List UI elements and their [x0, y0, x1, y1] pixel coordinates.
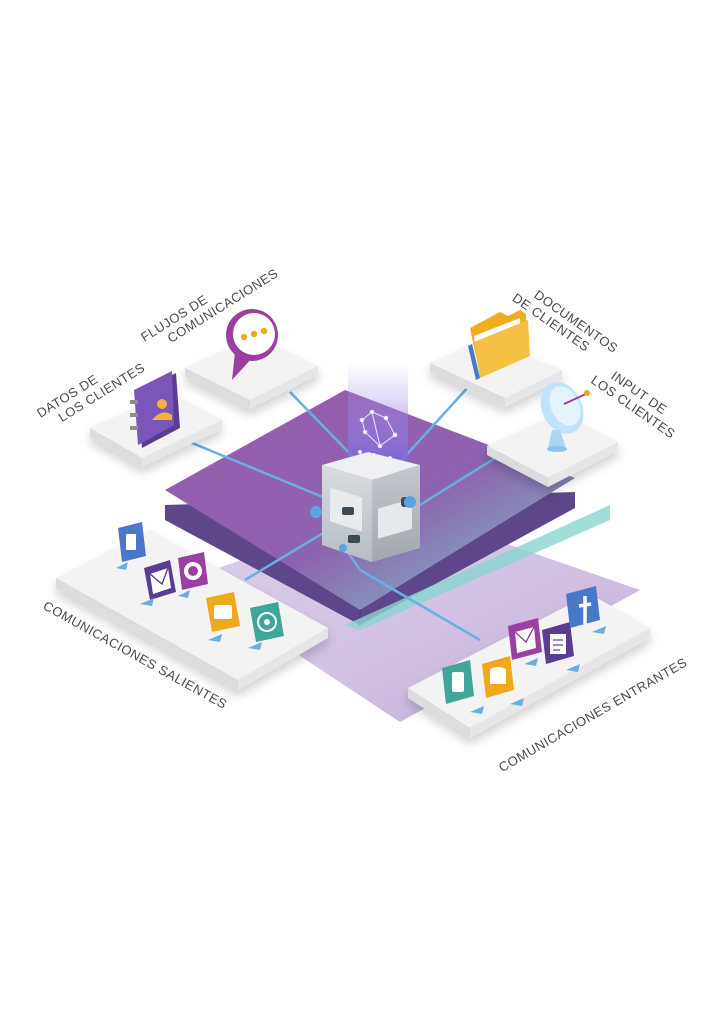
mail-icon: [508, 618, 542, 666]
server-cube-icon: [310, 452, 420, 562]
chat-bubble-icon: [226, 309, 278, 380]
sms-icon: [206, 592, 240, 642]
card-flujos: [185, 336, 318, 409]
form-icon: [542, 622, 580, 672]
viber-icon: [178, 552, 208, 598]
entrantes-icons: [442, 586, 606, 714]
network-sketch: [358, 409, 398, 460]
database-icon: [482, 656, 524, 706]
contact-book-icon: [130, 371, 180, 448]
folder-icon: [468, 310, 530, 380]
satellite-dish-icon: [540, 382, 590, 452]
mail-icon: [140, 560, 176, 606]
mobile-icon: [442, 660, 484, 714]
salientes-icons: [116, 522, 284, 650]
facebook-icon: [566, 586, 606, 634]
phone-icon: [116, 522, 146, 570]
network-icon: [248, 602, 284, 650]
